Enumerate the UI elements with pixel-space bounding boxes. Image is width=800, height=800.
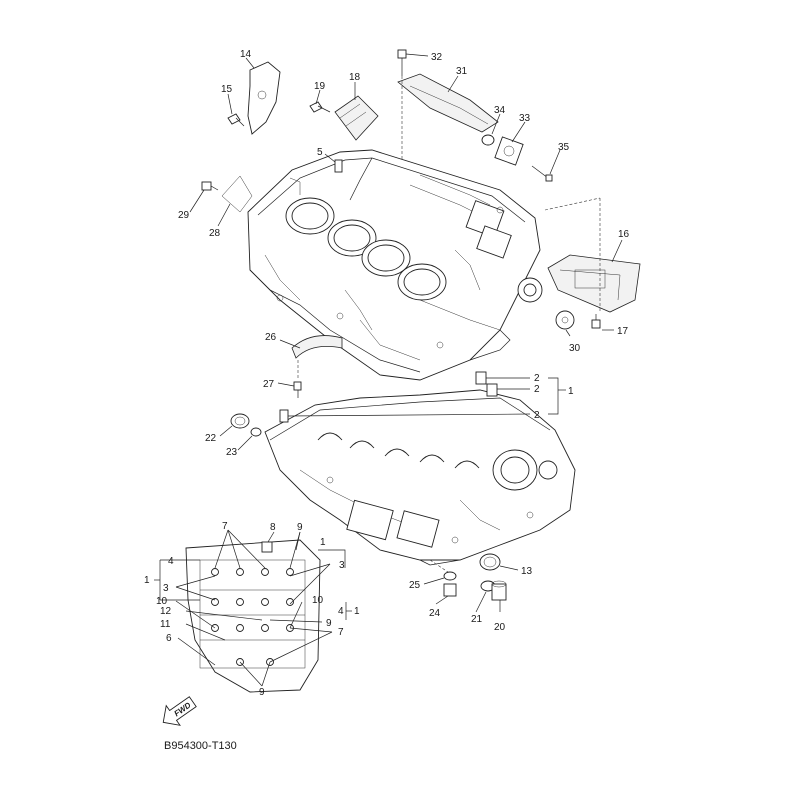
callout-15: 15: [221, 84, 233, 95]
callout-34: 34: [494, 105, 506, 116]
callout-13: 13: [521, 566, 533, 577]
leader-lines: [189, 53, 623, 613]
inset-callout-1a: 1: [320, 537, 326, 548]
inset-lower-view: [154, 529, 352, 693]
inset-callout-9a: 9: [297, 522, 303, 533]
callout-20: 20: [494, 622, 506, 633]
inset-callout-10b: 10: [312, 595, 324, 606]
callout-25: 25: [409, 580, 421, 591]
callout-labels: 14 15 19 18 32 31 34 33 35 5 29 28 16 17…: [144, 49, 630, 698]
inset-callout-3a: 3: [163, 583, 169, 594]
small-parts: [201, 49, 641, 601]
inset-callout-4b: 4: [338, 606, 344, 617]
inset-callout-9c: 9: [259, 687, 265, 698]
callout-14: 14: [240, 49, 252, 60]
inset-callout-9b: 9: [326, 618, 332, 629]
callout-16: 16: [618, 229, 630, 240]
inset-callout-11: 11: [160, 619, 171, 630]
callout-33: 33: [519, 113, 531, 124]
inset-callout-10a: 10: [156, 596, 168, 607]
callout-26: 26: [265, 332, 277, 343]
callout-32: 32: [431, 52, 443, 63]
diagram-caption: B954300-T130: [164, 740, 237, 752]
inset-callout-1c: 1: [354, 606, 360, 617]
lower-crankcase: [264, 389, 576, 566]
callout-1: 1: [568, 386, 574, 397]
upper-crankcase: [247, 149, 543, 381]
callout-29: 29: [178, 210, 190, 221]
callout-23: 23: [226, 447, 238, 458]
inset-callout-8: 8: [270, 522, 276, 533]
inset-callout-1b: 1: [144, 575, 150, 586]
callout-35: 35: [558, 142, 570, 153]
inset-callout-6: 6: [166, 633, 172, 644]
callout-18: 18: [349, 72, 361, 83]
callout-5: 5: [317, 147, 323, 158]
callout-21: 21: [471, 614, 483, 625]
inset-callout-7a: 7: [222, 521, 228, 532]
callout-2a: 2: [534, 373, 540, 384]
inset-callout-7b: 7: [338, 627, 344, 638]
callout-2b: 2: [534, 384, 540, 395]
callout-27: 27: [263, 379, 275, 390]
inset-callout-3b: 3: [339, 560, 345, 571]
callout-17: 17: [617, 326, 629, 337]
callout-24: 24: [429, 608, 441, 619]
callout-28: 28: [209, 228, 221, 239]
callout-19: 19: [314, 81, 326, 92]
callout-2c: 2: [534, 410, 540, 421]
inset-callout-12: 12: [160, 606, 172, 617]
callout-30: 30: [569, 343, 581, 354]
fwd-arrow-icon: FWD: [162, 696, 197, 726]
inset-callout-4a: 4: [168, 556, 174, 567]
callout-22: 22: [205, 433, 217, 444]
callout-31: 31: [456, 66, 468, 77]
